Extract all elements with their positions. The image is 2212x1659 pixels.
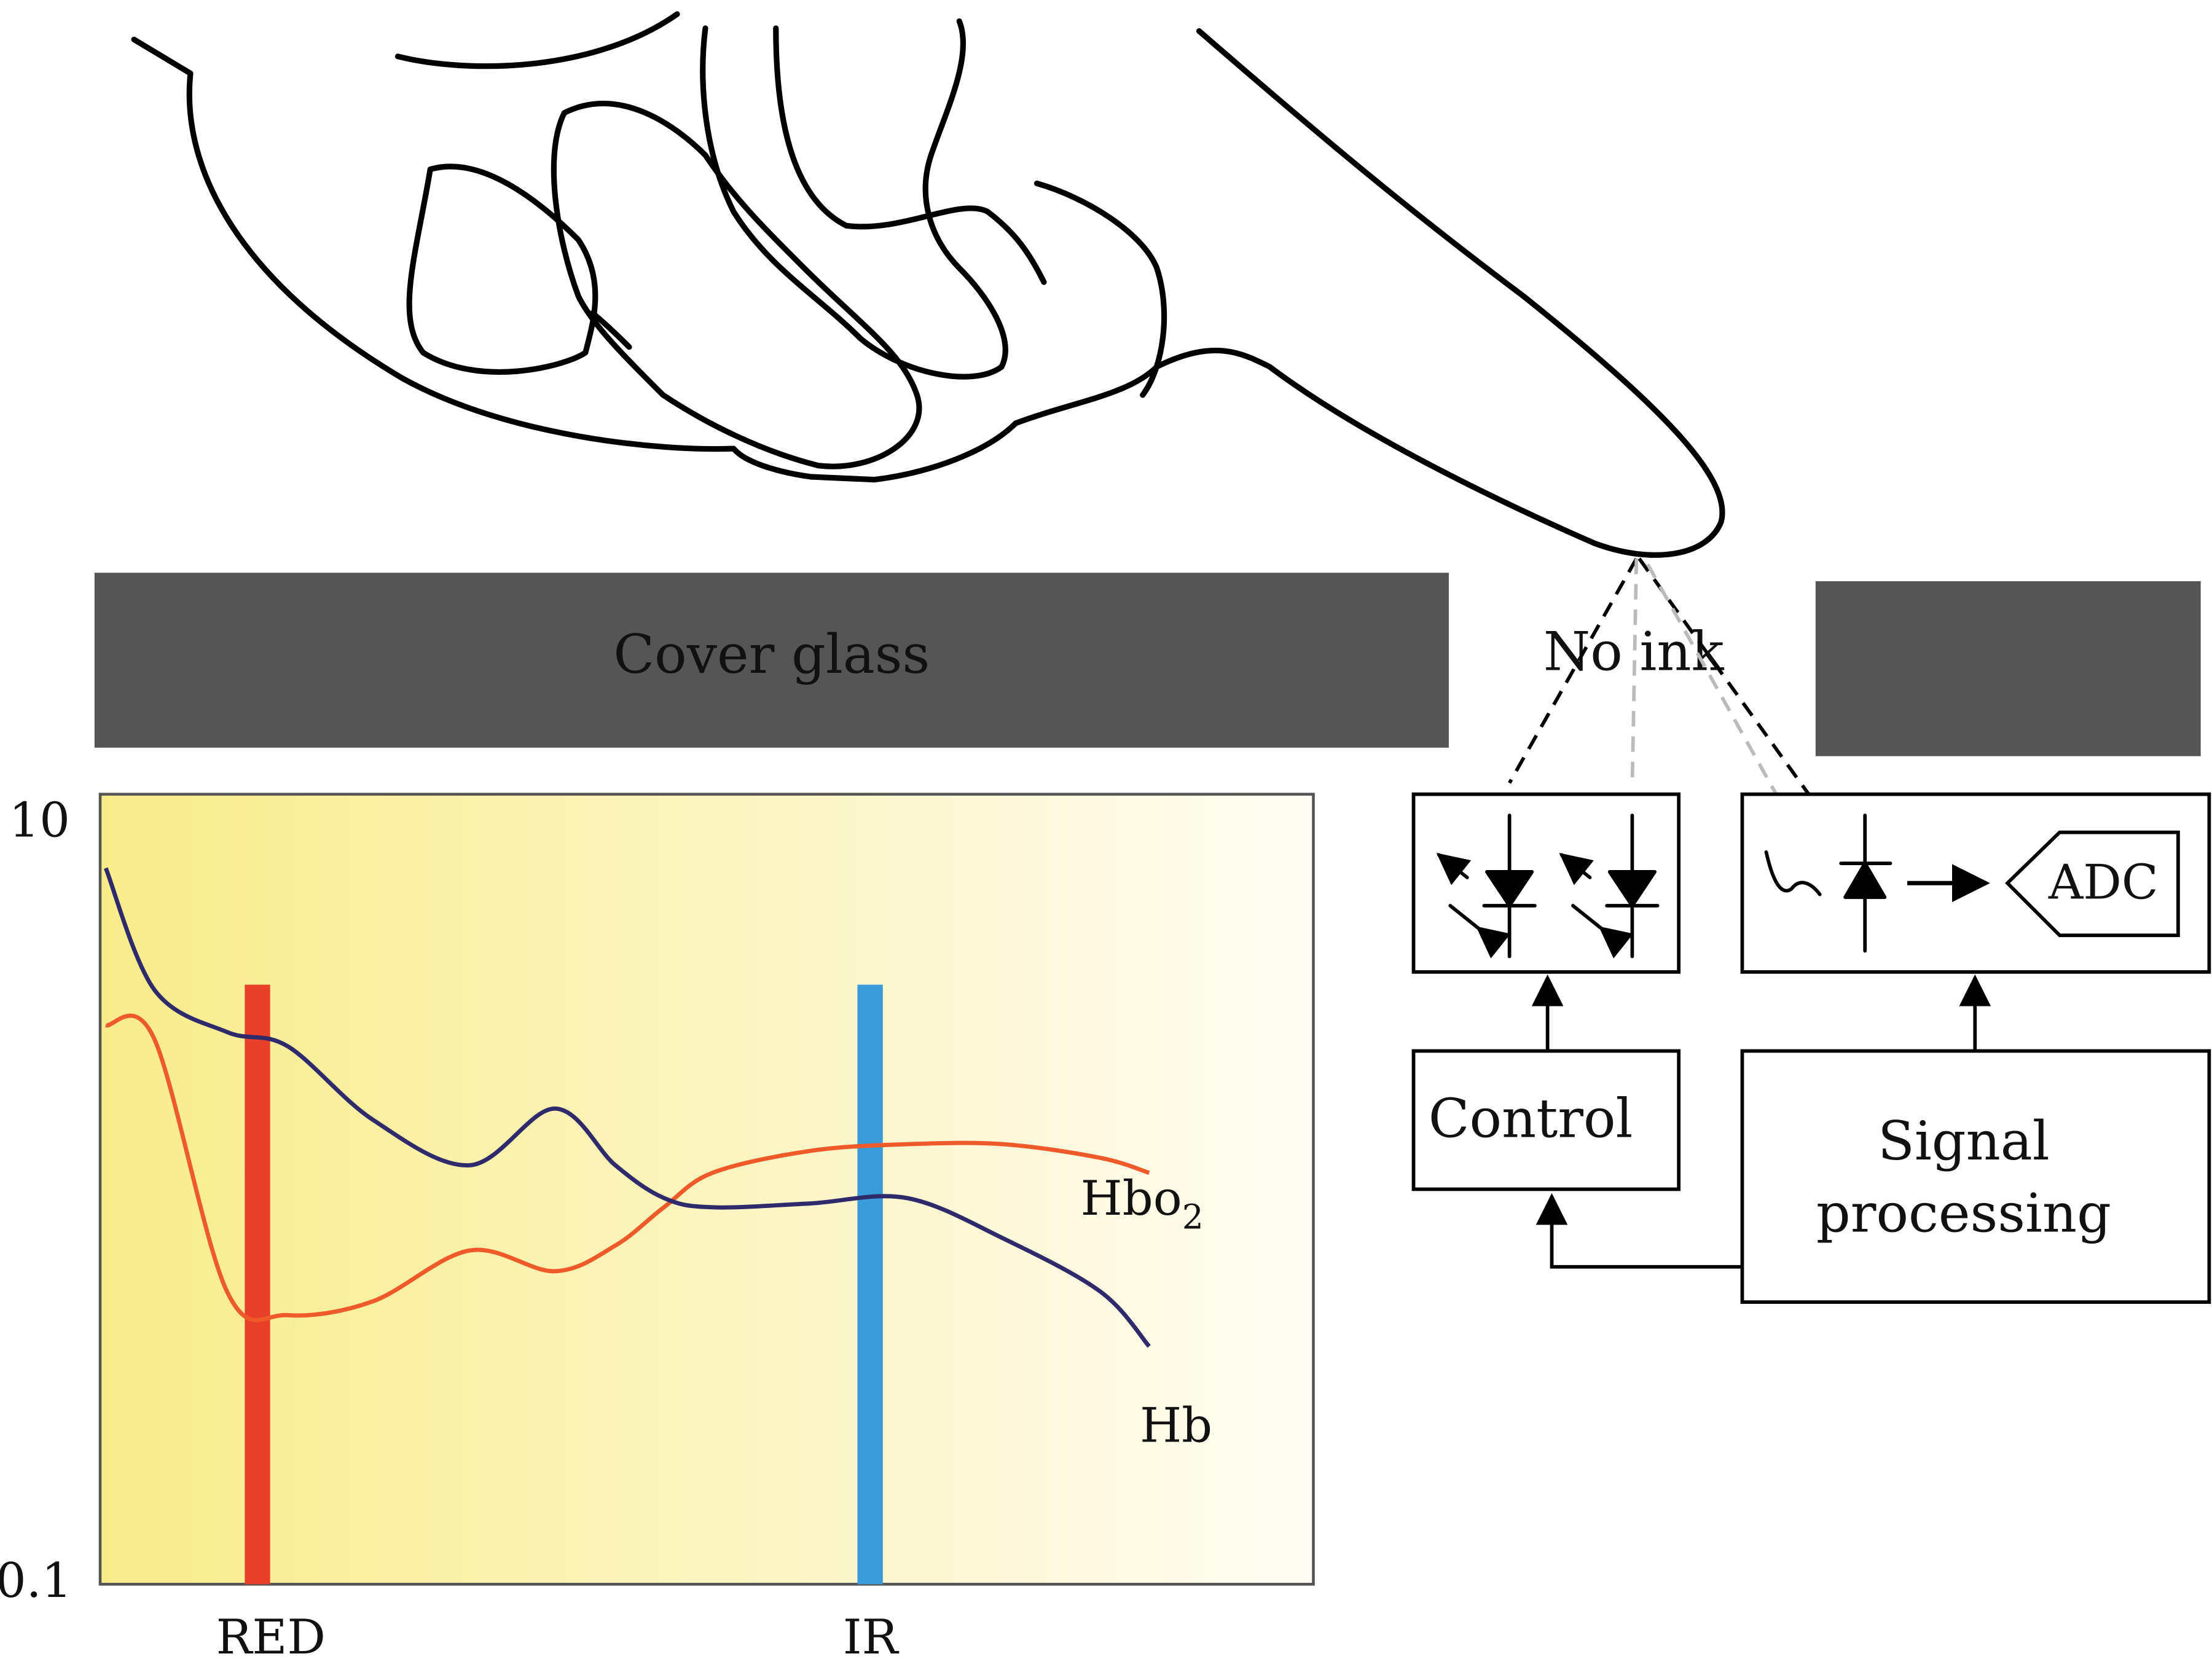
band-label-red: RED bbox=[216, 1610, 326, 1659]
adc-block bbox=[2005, 830, 2180, 938]
plot-area bbox=[98, 793, 1315, 1586]
block-connectors bbox=[1531, 974, 1991, 1269]
control-label: Control bbox=[1429, 1088, 1633, 1150]
detector-block: ADC bbox=[1740, 792, 2211, 974]
series-label-hbo2: Hbo2 bbox=[1081, 1171, 1204, 1237]
ir-light-path bbox=[1630, 559, 1639, 788]
series-label-hb: Hb bbox=[1140, 1398, 1212, 1453]
cover-glass-label: Cover glass bbox=[613, 623, 930, 686]
ambient-light-icon bbox=[1764, 850, 1822, 896]
signal-processing-block bbox=[1740, 1049, 2211, 1304]
signal-processing-label-line2: processing bbox=[1816, 1182, 2111, 1244]
series-label-hbo2-base: Hbo bbox=[1081, 1171, 1182, 1226]
band-label-ir: IR bbox=[843, 1610, 900, 1659]
y-tick-bottom: 0.1 bbox=[0, 1553, 72, 1609]
emitter-light-path bbox=[1508, 557, 1638, 784]
y-tick-top: 10 bbox=[9, 793, 70, 848]
hand-illustration bbox=[131, 11, 1725, 558]
light-paths bbox=[1508, 557, 1840, 855]
series-line-hb bbox=[103, 867, 1151, 1348]
emitter-led-2-icon bbox=[1559, 814, 1660, 959]
emitter-block bbox=[1411, 792, 1681, 974]
photodiode-icon bbox=[1839, 814, 1892, 953]
adc-label: ADC bbox=[2048, 855, 2159, 911]
reflected-light-path bbox=[1637, 557, 1840, 838]
band-red bbox=[245, 984, 270, 1585]
series-label-hbo2-subscript: 2 bbox=[1182, 1198, 1204, 1237]
series-line-hbo2 bbox=[105, 1013, 1150, 1322]
band-ir bbox=[857, 984, 883, 1585]
signal-processing-label-line1: Signal bbox=[1878, 1110, 2050, 1172]
emitter-led-1-icon bbox=[1436, 814, 1537, 959]
cover-glass-panel bbox=[94, 573, 1449, 748]
control-block bbox=[1411, 1049, 1681, 1191]
absorption-chart: 10 0.1 RED IR Hbo2 Hb bbox=[0, 793, 1315, 1659]
cover-glass-right-panel bbox=[1815, 581, 2201, 756]
ambient-light-path bbox=[1646, 563, 1810, 855]
